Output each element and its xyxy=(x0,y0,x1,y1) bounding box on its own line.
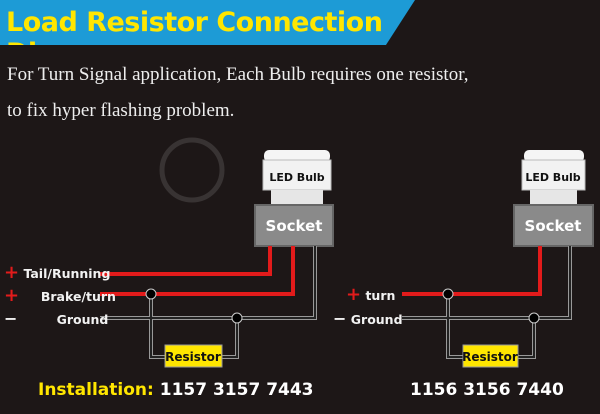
ground-label: − Ground xyxy=(4,309,109,328)
description-line-2: to fix hyper flashing problem. xyxy=(7,100,235,121)
page-title: Load Resistor Connection Diagram xyxy=(6,7,383,69)
right-socket-label: Socket xyxy=(525,217,582,235)
left-bulb-label: LED Bulb xyxy=(269,171,324,184)
right-ground-label: − Ground xyxy=(333,309,403,328)
right-bulb: LED Bulb xyxy=(521,150,586,205)
right-resistor xyxy=(462,344,519,368)
description-line-1: For Turn Signal application, Each Bulb r… xyxy=(7,64,469,85)
left-bulb: LED Bulb xyxy=(262,150,332,205)
left-socket-label: Socket xyxy=(266,217,323,235)
brake-wire xyxy=(100,246,295,296)
right-bulb-label: LED Bulb xyxy=(525,171,580,184)
tail-wire xyxy=(100,246,272,276)
junction xyxy=(442,288,454,300)
left-resistor xyxy=(164,344,223,368)
right-socket: Socket xyxy=(513,204,594,247)
left-socket: Socket xyxy=(254,204,334,247)
junction xyxy=(231,312,243,324)
left-resistor-label: Resistor xyxy=(165,350,221,364)
ground-wire xyxy=(100,246,317,320)
junction xyxy=(145,288,157,300)
brake-label: + Brake/turn xyxy=(4,285,116,306)
junction xyxy=(528,312,540,324)
installation-right: 1156 3156 7440 xyxy=(410,380,564,400)
title-banner: Load Resistor Connection Diagram xyxy=(0,0,415,45)
turn-label: + turn xyxy=(346,284,396,305)
right-ground-wire xyxy=(402,246,572,320)
tail-label: + Tail/Running xyxy=(4,262,111,283)
right-resistor-label: Resistor xyxy=(462,350,518,364)
watermark-logo xyxy=(159,137,225,203)
turn-wire xyxy=(402,246,542,296)
installation-left: Installation: 1157 3157 7443 xyxy=(38,380,314,400)
